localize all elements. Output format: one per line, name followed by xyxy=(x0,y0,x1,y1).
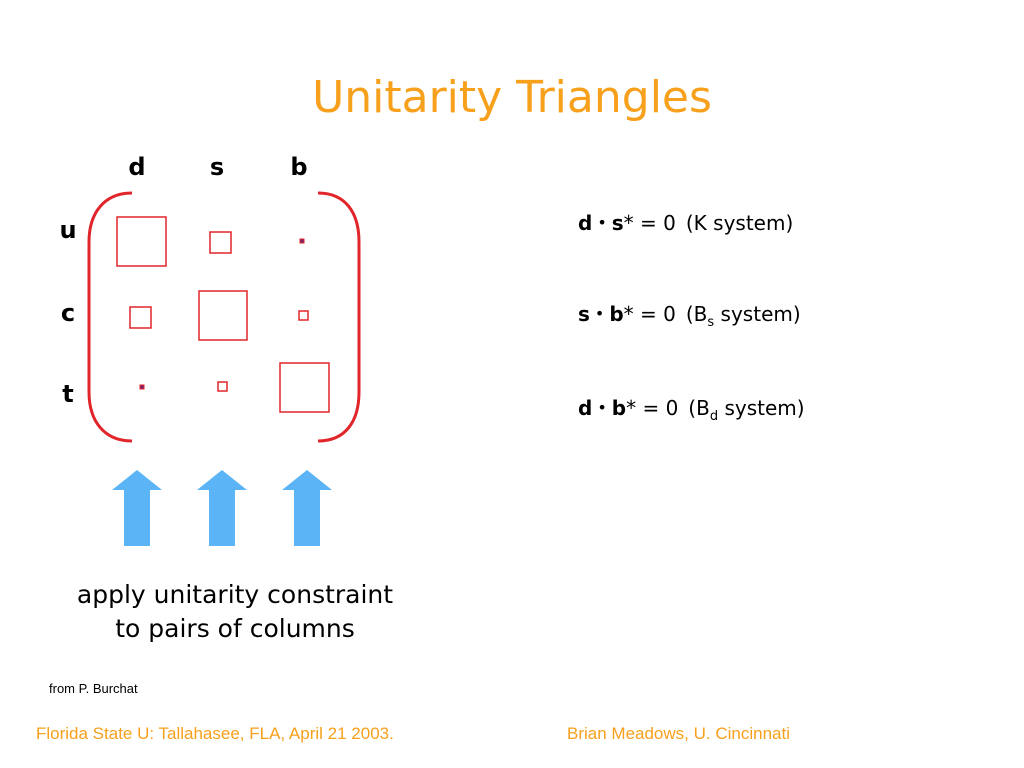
element-td-square xyxy=(139,384,145,390)
row-label-u: u xyxy=(59,216,77,244)
element-cb-square xyxy=(298,310,309,321)
equation-ds: d•s* = 0 (K system) xyxy=(578,211,793,239)
equation-rest: * = 0 xyxy=(626,396,679,420)
dot-product-icon: • xyxy=(594,304,605,323)
arrow-up-icon xyxy=(197,470,247,546)
matrix-right-bracket xyxy=(317,191,361,443)
row-label-t: t xyxy=(62,380,74,408)
equation-left-symbol: d xyxy=(578,211,593,235)
element-cd-square xyxy=(129,306,152,329)
equation-system: (Bs system) xyxy=(685,302,801,330)
element-ts-square xyxy=(217,381,228,392)
column-label-s: s xyxy=(209,153,225,181)
arrow-up-icon xyxy=(282,470,332,546)
arrow-up-icon xyxy=(112,470,162,546)
equation-right-symbol: b xyxy=(611,396,627,420)
slide-title: Unitarity Triangles xyxy=(312,72,712,123)
footer-left: Florida State U: Tallahasee, FLA, April … xyxy=(36,724,394,743)
element-tb-square xyxy=(279,362,330,413)
equation-left-symbol: s xyxy=(578,302,590,326)
equation-right-symbol: b xyxy=(609,302,624,326)
equation-db: d•b* = 0 (Bd system) xyxy=(578,396,805,424)
equation-left-symbol: d xyxy=(578,396,593,420)
footer-right: Brian Meadows, U. Cincinnati xyxy=(567,724,790,743)
equation-system: (Bd system) xyxy=(688,396,805,424)
caption-line-1: apply unitarity constraint xyxy=(76,580,394,609)
dot-product-icon: • xyxy=(597,213,607,232)
dot-product-icon: • xyxy=(597,398,607,417)
caption: apply unitarity constraint to pairs of c… xyxy=(40,578,430,646)
ckm-matrix-diagram xyxy=(87,191,361,443)
equation-rest: * = 0 xyxy=(623,211,676,235)
column-label-d: d xyxy=(128,153,146,181)
equation-system: (K system) xyxy=(685,211,794,235)
element-us-square xyxy=(209,231,232,254)
equation-rest: * = 0 xyxy=(623,302,676,326)
equation-sb: s•b* = 0 (Bs system) xyxy=(578,302,801,330)
caption-line-2: to pairs of columns xyxy=(115,614,355,643)
equation-right-symbol: s xyxy=(611,211,624,235)
matrix-left-bracket xyxy=(87,191,133,443)
element-ud-square xyxy=(116,216,167,267)
element-cs-square xyxy=(198,290,248,341)
element-ub-square xyxy=(299,238,305,244)
column-label-b: b xyxy=(290,153,308,181)
source-credit: from P. Burchat xyxy=(49,681,138,696)
row-label-c: c xyxy=(60,299,76,327)
column-pair-arrows xyxy=(112,470,332,546)
